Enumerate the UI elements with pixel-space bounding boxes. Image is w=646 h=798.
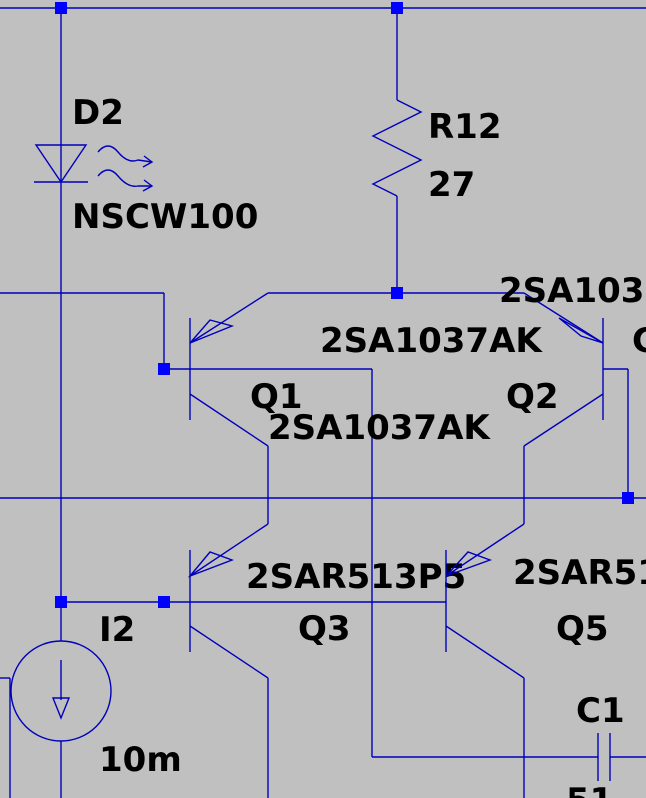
c1-ref-label: C1 bbox=[576, 691, 625, 731]
transistor-q3[interactable]: Q3 2SAR513P5 bbox=[187, 523, 466, 679]
q2-ref-label: Q2 bbox=[506, 377, 559, 417]
wire-network bbox=[0, 7, 646, 798]
c1-value-label: 51 bbox=[566, 781, 613, 798]
transistor-q5[interactable]: Q5 2SAR51 bbox=[445, 523, 646, 679]
capacitor-c1[interactable]: C1 51 bbox=[566, 691, 625, 798]
i2-ref-label: I2 bbox=[99, 610, 135, 650]
q5-value-label: 2SAR51 bbox=[513, 553, 646, 593]
led-d2[interactable]: D2 NSCW100 bbox=[34, 93, 258, 237]
q5-ref-label: Q5 bbox=[556, 609, 609, 649]
q2-ref-label-cut: C bbox=[632, 321, 646, 361]
d2-ref-label: D2 bbox=[72, 93, 124, 133]
q1-ref-label: Q1 bbox=[250, 377, 303, 417]
d2-value-label: NSCW100 bbox=[72, 197, 258, 237]
i2-value-label: 10m bbox=[99, 740, 182, 780]
resistor-r12[interactable]: R12 27 bbox=[371, 99, 502, 205]
q1-value-label: 2SA1037AK bbox=[268, 408, 491, 448]
transistor-q2[interactable]: Q2 2SA1037AK 2SA1037 C bbox=[320, 271, 646, 447]
transistor-q1[interactable]: Q1 2SA1037AK bbox=[189, 292, 491, 448]
q2-value-label-cut: 2SA1037 bbox=[499, 271, 646, 311]
junction-dots bbox=[55, 2, 634, 608]
q3-ref-label: Q3 bbox=[298, 609, 351, 649]
current-source-i2[interactable]: I2 10m bbox=[9, 610, 182, 798]
r12-ref-label: R12 bbox=[428, 107, 502, 147]
q3-value-label: 2SAR513P5 bbox=[246, 557, 466, 597]
q2-value-label: 2SA1037AK bbox=[320, 321, 543, 361]
r12-value-label: 27 bbox=[428, 165, 475, 205]
